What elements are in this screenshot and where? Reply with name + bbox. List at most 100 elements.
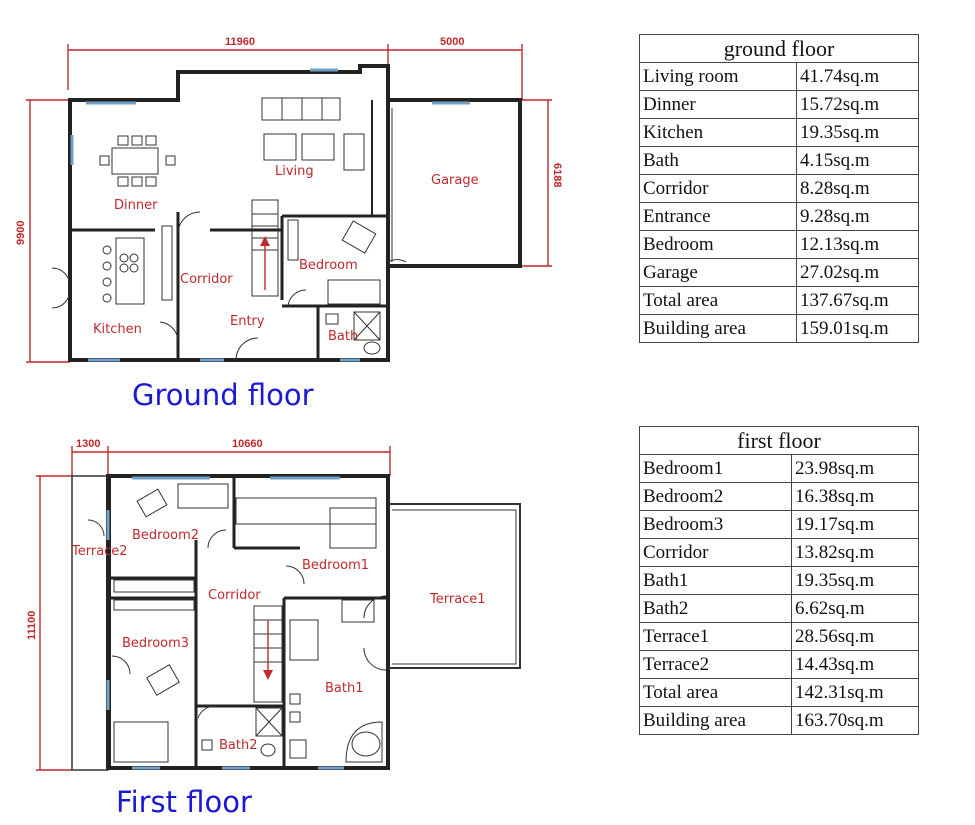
room-label-dinner: Dinner — [114, 198, 158, 213]
ground-dim-top-garage: 5000 — [440, 36, 464, 48]
room-label-bedroom: Bedroom — [299, 258, 358, 273]
first-windows — [106, 476, 344, 770]
table-cell-area: 142.31sq.m — [791, 678, 919, 707]
ground-table-title: ground floor — [639, 34, 919, 63]
first-dim-left: 11100 — [26, 611, 38, 640]
table-cell-room: Total area — [639, 286, 797, 315]
table-cell-area: 159.01sq.m — [796, 314, 919, 343]
first-furniture — [113, 483, 383, 763]
table-cell-area: 15.72sq.m — [796, 90, 919, 119]
table-cell-area: 19.35sq.m — [791, 566, 919, 595]
terrace1-outline — [388, 503, 521, 669]
terrace1-inner — [392, 509, 517, 665]
table-cell-room: Kitchen — [639, 118, 797, 147]
table-cell-area: 23.98sq.m — [791, 454, 919, 483]
table-cell-room: Bedroom3 — [639, 510, 792, 539]
table-cell-area: 137.67sq.m — [796, 286, 919, 315]
room-label-bedroom1: Bedroom1 — [302, 558, 369, 573]
table-cell-area: 16.38sq.m — [791, 482, 919, 511]
first-dim-top-main: 10660 — [232, 438, 263, 450]
room-label-bedroom3: Bedroom3 — [122, 636, 189, 651]
room-label-corridor: Corridor — [180, 272, 233, 287]
table-cell-area: 12.13sq.m — [796, 230, 919, 259]
table-cell-room: Total area — [639, 678, 792, 707]
ground-windows — [70, 68, 470, 362]
table-cell-room: Corridor — [639, 538, 792, 567]
ground-exterior-walls — [68, 64, 390, 362]
ground-floor-plan: 11960 5000 9900 6188 — [15, 36, 563, 412]
table-cell-room: Building area — [639, 314, 797, 343]
room-label-corridor-first: Corridor — [208, 588, 261, 603]
table-cell-room: Bedroom — [639, 230, 797, 259]
room-label-bath: Bath — [328, 329, 358, 344]
ground-dimension-lines — [26, 44, 552, 363]
garage-walls — [388, 98, 522, 268]
ground-dim-right: 6188 — [551, 163, 563, 187]
table-cell-area: 19.35sq.m — [796, 118, 919, 147]
first-floor-plan: 1300 10660 11100 — [26, 438, 521, 819]
room-label-bath2: Bath2 — [219, 738, 258, 753]
room-label-kitchen: Kitchen — [93, 322, 142, 337]
table-cell-room: Bedroom1 — [639, 454, 792, 483]
room-label-terrace1: Terrace1 — [429, 592, 486, 607]
table-cell-room: Building area — [639, 706, 792, 735]
first-table-title: first floor — [639, 426, 919, 455]
table-cell-room: Terrace2 — [639, 650, 792, 679]
room-label-garage: Garage — [431, 173, 479, 188]
ground-interior-walls — [70, 100, 388, 358]
table-cell-area: 28.56sq.m — [791, 622, 919, 651]
ground-dim-left: 9900 — [15, 221, 27, 245]
table-cell-area: 4.15sq.m — [796, 146, 919, 175]
table-cell-room: Entrance — [639, 202, 797, 231]
table-cell-room: Corridor — [639, 174, 797, 203]
room-label-bedroom2: Bedroom2 — [132, 528, 199, 543]
table-cell-room: Bath1 — [639, 566, 792, 595]
room-label-living: Living — [275, 164, 314, 179]
table-cell-area: 163.70sq.m — [791, 706, 919, 735]
table-cell-room: Bath2 — [639, 594, 792, 623]
table-cell-room: Living room — [639, 62, 797, 91]
table-cell-area: 13.82sq.m — [791, 538, 919, 567]
ground-doors — [51, 211, 407, 361]
ground-dim-top-main: 11960 — [225, 36, 255, 48]
table-cell-area: 14.43sq.m — [791, 650, 919, 679]
table-cell-area: 8.28sq.m — [796, 174, 919, 203]
table-cell-room: Terrace1 — [639, 622, 792, 651]
table-cell-room: Bedroom2 — [639, 482, 792, 511]
room-label-terrace2: Terrace2 — [71, 544, 128, 559]
table-cell-area: 41.74sq.m — [796, 62, 919, 91]
room-label-bath1: Bath1 — [325, 681, 364, 696]
first-doors — [87, 519, 387, 719]
room-label-entry: Entry — [230, 314, 265, 329]
table-cell-room: Dinner — [639, 90, 797, 119]
ground-furniture — [99, 97, 381, 355]
table-cell-room: Garage — [639, 258, 797, 287]
table-cell-area: 27.02sq.m — [796, 258, 919, 287]
first-dimension-lines — [36, 446, 391, 771]
table-cell-room: Bath — [639, 146, 797, 175]
ground-floor-caption: Ground floor — [132, 378, 314, 412]
